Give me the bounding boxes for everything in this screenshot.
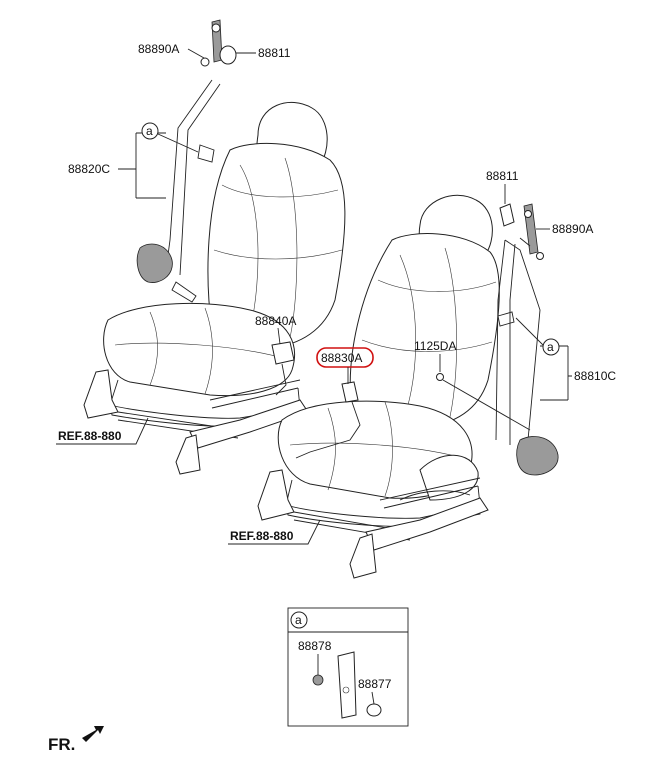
label-88811-right-text: 88811 — [486, 169, 519, 183]
label-88890a-left: 88890A — [138, 42, 205, 59]
detail-88878-text: 88878 — [298, 639, 332, 653]
label-88810c-text: 88810C — [574, 369, 616, 383]
detail-pillar — [337, 651, 357, 719]
label-88811-left-text: 88811 — [258, 46, 291, 60]
label-88840a: 88840A — [255, 314, 296, 345]
detail-callout-text: a — [295, 613, 302, 627]
label-88830a-text: 88830A — [321, 351, 362, 365]
detail-88877-part — [366, 703, 382, 717]
front-marker-text: FR. — [48, 735, 75, 754]
left-belt-assembly — [136, 19, 237, 303]
label-1125da: 1125DA — [414, 339, 456, 372]
label-88811-left: 88811 — [236, 46, 291, 60]
label-88820c: 88820C a — [68, 122, 199, 199]
ref-left: REF.88-880 — [56, 417, 149, 445]
callout-a-right-text: a — [547, 340, 554, 354]
label-88890a-right-text: 88890A — [552, 222, 593, 236]
label-88810c: 88810C a — [515, 317, 616, 401]
front-marker: FR. — [48, 726, 104, 754]
detail-callout-circle — [290, 611, 308, 629]
label-1125da-text: 1125DA — [414, 339, 456, 353]
label-88890a-left-text: 88890A — [138, 42, 179, 56]
ref-left-text: REF.88-880 — [58, 429, 122, 443]
front-arrow-icon — [82, 726, 104, 742]
ref-right-text: REF.88-880 — [230, 529, 294, 543]
callout-a-right-circle — [542, 338, 560, 356]
right-seat — [257, 194, 500, 579]
label-88820c-text: 88820C — [68, 162, 110, 176]
callout-a-left-text: a — [146, 124, 153, 138]
detail-box-a: a 88878 88877 — [287, 607, 409, 727]
left-seat — [83, 101, 346, 475]
label-88811-right: 88811 — [486, 169, 519, 204]
label-88840a-text: 88840A — [255, 314, 296, 328]
detail-88877-text: 88877 — [358, 677, 392, 691]
right-belt-assembly — [436, 203, 559, 476]
detail-88878-part — [312, 674, 324, 686]
label-88830a: 88830A — [316, 347, 374, 384]
ref-right: REF.88-880 — [228, 519, 321, 545]
detail-box-frame — [287, 607, 409, 727]
callout-a-left-circle — [141, 122, 159, 140]
label-88890a-right: 88890A — [536, 222, 593, 236]
highlight-88830a — [316, 347, 374, 368]
